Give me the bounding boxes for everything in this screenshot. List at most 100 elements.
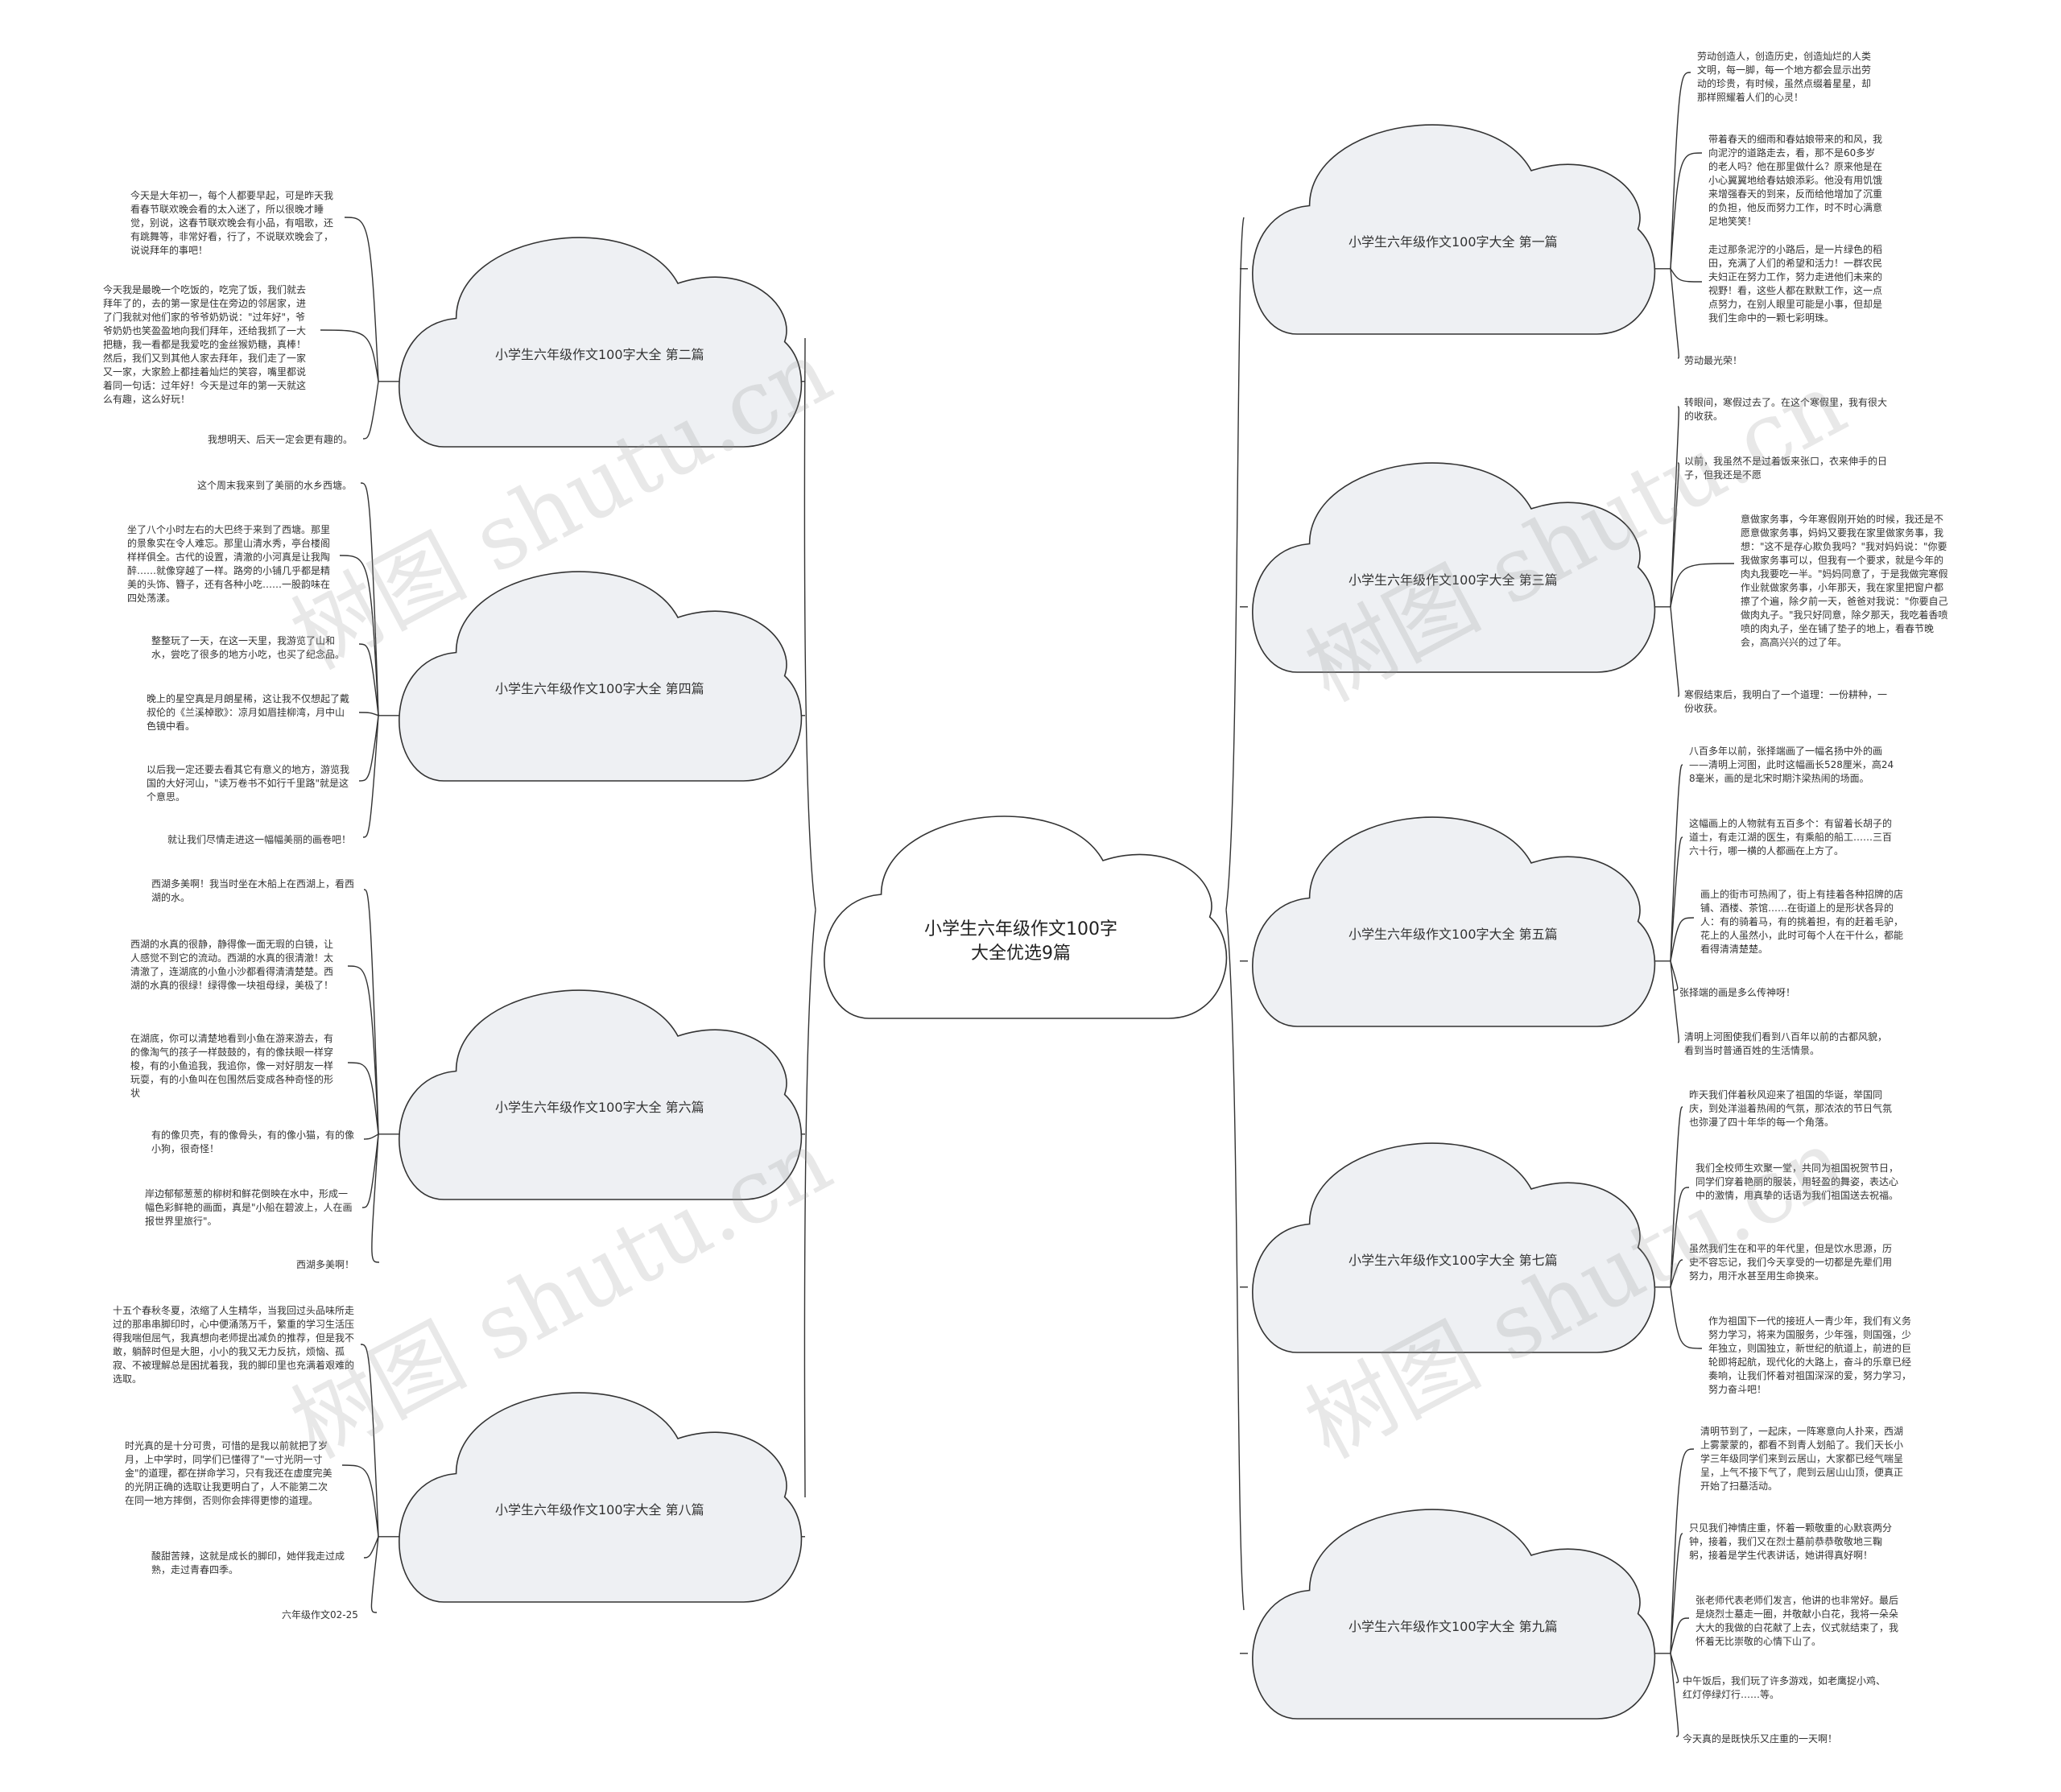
leaf-text: 这幅画上的人物就有五百多个：有留着长胡子的道士，有走江湖的医生，有乘船的船工……… xyxy=(1689,818,1893,857)
leaf-connector xyxy=(358,712,379,716)
branch-cloud-7[interactable] xyxy=(1252,1142,1656,1353)
leaf-connector xyxy=(1670,406,1679,607)
leaf-text: 十五个春秋冬夏，浓缩了人生精华，当我回过头品味所走过的那串串脚印时，心中便涌荡万… xyxy=(113,1305,355,1385)
leaf-text: 八百多年以前，张择端画了一幅名扬中外的画——清明上河图，此时这幅画长528厘米，… xyxy=(1689,745,1894,784)
branch-title-2: 小学生六年级作文100字大全 第二篇 xyxy=(495,347,704,362)
leaf-text: 坐了八个小时左右的大巴终于来到了西塘。那里的景象实在令人难忘。那里山清水秀，亭台… xyxy=(127,524,331,604)
leaf-text: 整整玩了一天，在这一天里，我游览了山和水，尝吃了很多的地方小吃，也买了纪念品。 xyxy=(151,635,345,660)
leaf-connector xyxy=(344,217,379,382)
leaf-text: 画上的街市可热闹了，街上有挂着各种招牌的店铺、酒楼、茶馆……在街道上的是形状各异… xyxy=(1700,889,1904,955)
leaf-text: 六年级作文02-25 xyxy=(282,1609,358,1621)
leaf-connector xyxy=(1670,563,1735,607)
leaf-text: 西湖的水真的很静，静得像一面无瑕的白镜，让人感觉不到它的流动。西湖的水真的很清澈… xyxy=(130,939,334,991)
leaf-text: 中午饭后，我们玩了许多游戏，如老鹰捉小鸡、红灯停绿灯行……等。 xyxy=(1683,1675,1886,1700)
leaf-text: 意做家务事，今年寒假刚开始的时候，我还是不愿意做家务事，妈妈又要我在家里做家务事… xyxy=(1741,514,1948,648)
leaf-connector xyxy=(347,965,379,1134)
leaf-text: 今天我是最晚一个吃饭的，吃完了饭，我们就去拜年了的，去的第一家是住在旁边的邻居家… xyxy=(103,284,307,405)
leaf-connector xyxy=(370,1536,379,1613)
leaf-text: 带着春天的细雨和春姑娘带来的和风，我向泥泞的道路走去，看，那不是60多岁的老人吗… xyxy=(1708,134,1883,227)
leaf-connector xyxy=(320,329,379,382)
leaf-text: 晚上的星空真是月朗星稀，这让我不仅想起了戴叔伦的《兰溪棹歌》：凉月如眉挂柳湾，月… xyxy=(147,693,350,732)
leaf-connector xyxy=(360,482,379,716)
leaf-connector xyxy=(1670,960,1679,991)
leaf-text: 今天真的是既快乐又庄重的一天啊！ xyxy=(1683,1733,1838,1745)
leaf-connector xyxy=(363,889,379,1134)
leaf-connector xyxy=(1670,1653,1679,1737)
leaf-text: 这个周末我来到了美丽的水乡西塘。 xyxy=(197,480,353,491)
leaf-text: 劳动创造人，创造历史，创造灿烂的人类文明，每一脚，每一个地方都会显示出劳动的珍贵… xyxy=(1697,51,1872,103)
leaf-text: 转眼间，寒假过去了。在这个寒假里，我有很大的收获。 xyxy=(1684,397,1888,422)
leaf-connector xyxy=(1670,1286,1703,1349)
leaf-connector xyxy=(371,1133,380,1263)
leaf-text: 今天是大年初一，每个人都要早起，可是昨天我看春节联欢晚会看的太入迷了，所以很晚才… xyxy=(130,190,334,256)
leaf-connector xyxy=(1670,1259,1683,1287)
branch-title-1: 小学生六年级作文100字大全 第一篇 xyxy=(1349,234,1558,250)
branch-title-6: 小学生六年级作文100字大全 第六篇 xyxy=(495,1100,704,1115)
branch-cloud-9[interactable] xyxy=(1252,1509,1656,1720)
leaf-text: 走过那条泥泞的小路后，是一片绿色的稻田，充满了人们的希望和活力！一群农民夫妇正在… xyxy=(1708,244,1883,324)
cloud-shapes xyxy=(399,124,1656,1720)
leaf-connector xyxy=(1670,1653,1679,1683)
leaf-connector xyxy=(358,643,379,716)
branch-cloud-4[interactable] xyxy=(399,571,803,782)
leaf-connector xyxy=(362,715,379,838)
leaf-text: 西湖多美啊！我当时坐在木船上在西湖上，看西湖的水。 xyxy=(151,878,355,903)
leaf-text: 就让我们尽情走进这一幅幅美丽的画卷吧！ xyxy=(167,834,352,845)
leaf-text: 时光真的是十分可贵，可惜的是我以前就把了岁月，上中学时，同学们已懂得了"一寸光阴… xyxy=(125,1440,332,1506)
leaf-connector xyxy=(1670,1448,1695,1654)
leaf-connector xyxy=(1670,152,1703,269)
leaf-connector xyxy=(1670,960,1679,1043)
leaf-connector xyxy=(1670,917,1695,961)
trunk-right xyxy=(1225,217,1245,1611)
leaf-text: 以后我一定还要去看其它有意义的地方，游览我国的大好河山，"读万卷书不如行千里路"… xyxy=(147,764,350,803)
trunk-left xyxy=(803,337,816,1498)
center-cloud xyxy=(824,815,1228,1019)
leaf-connector xyxy=(1670,1533,1683,1654)
branch-title-3: 小学生六年级作文100字大全 第三篇 xyxy=(1349,572,1558,588)
leaf-text: 西湖多美啊！ xyxy=(296,1259,355,1270)
leaf-text: 岸边郁郁葱葱的柳树和鲜花倒映在水中，形成一幅色彩鲜艳的画面，真是"小船在碧波上，… xyxy=(145,1188,353,1227)
leaf-connector xyxy=(1670,1106,1683,1287)
connector-lines xyxy=(320,72,1735,1737)
leaf-text: 在湖底，你可以清楚地看到小鱼在游来游去，有的像淘气的孩子一样鼓鼓的，有的像扶眼一… xyxy=(130,1033,334,1099)
leaf-connector xyxy=(360,1344,379,1537)
leaf-connector xyxy=(363,1536,379,1559)
branch-cloud-6[interactable] xyxy=(399,989,803,1200)
leaf-connector xyxy=(358,715,379,782)
branch-cloud-8[interactable] xyxy=(399,1392,803,1603)
leaf-text: 我们全校师生欢聚一堂，共同为祖国祝贺节日，同学们穿着艳丽的服装，用轻盈的舞姿，表… xyxy=(1695,1162,1899,1201)
branch-cloud-1[interactable] xyxy=(1252,124,1656,335)
leaf-text: 只见我们神情庄重，怀着一颗敬重的心默哀两分钟，接着，我们又在烈士墓前恭恭敬敬地三… xyxy=(1689,1522,1893,1561)
leaf-text: 我想明天、后天一定会更有趣的。 xyxy=(208,434,353,445)
leaf-connector xyxy=(362,381,379,440)
branch-cloud-5[interactable] xyxy=(1252,816,1656,1027)
leaf-connector xyxy=(339,555,379,716)
leaf-connector xyxy=(1670,462,1679,607)
leaf-connector xyxy=(1670,836,1683,961)
leaf-connector xyxy=(1670,268,1679,359)
leaf-connector xyxy=(1670,1617,1690,1654)
leaf-text: 以前，我虽然不是过着饭来张口，衣来伸手的日子，但我还是不愿 xyxy=(1684,456,1888,481)
leaf-connector xyxy=(361,1133,379,1208)
leaf-text: 酸甜苦辣，这就是成长的脚印，她伴我走过成熟，走过青春四季。 xyxy=(151,1550,345,1575)
leaf-connector xyxy=(1670,1187,1690,1287)
leaf-text: 张老师代表老师们发言，他讲的也非常好。最后是烧烈士墓走一圈，并敬献小白花，我将一… xyxy=(1695,1595,1899,1647)
leaf-connector xyxy=(1670,764,1683,961)
branch-title-7: 小学生六年级作文100字大全 第七篇 xyxy=(1349,1253,1558,1268)
center-title: 小学生六年级作文100字大全优选9篇 xyxy=(924,919,1117,964)
branch-title-8: 小学生六年级作文100字大全 第八篇 xyxy=(495,1502,704,1517)
leaf-connector xyxy=(1670,72,1691,269)
leaf-connector xyxy=(347,1062,379,1134)
branch-cloud-2[interactable] xyxy=(399,237,803,448)
leaf-connector xyxy=(1670,606,1679,697)
leaf-connector xyxy=(341,1464,379,1537)
leaf-text: 昨天我们伴着秋风迎来了祖国的华诞，举国同庆，到处洋溢着热闹的气氛，那浓浓的节日气… xyxy=(1689,1089,1893,1128)
leaf-text: 劳动最光荣！ xyxy=(1684,355,1743,366)
leaf-text: 张择端的画是多么传神呀！ xyxy=(1679,987,1796,998)
leaf-text: 虽然我们生在和平的年代里，但是饮水思源，历史不容忘记，我们今天享受的一切都是先辈… xyxy=(1689,1243,1893,1282)
branch-title-9: 小学生六年级作文100字大全 第九篇 xyxy=(1349,1619,1558,1634)
leaf-text: 作为祖国下一代的接班人一青少年，我们有义务努力学习，将来为国服务，少年强，则国强… xyxy=(1708,1315,1912,1395)
branch-cloud-3[interactable] xyxy=(1252,462,1656,673)
leaf-text: 寒假结束后，我明白了一个道理：一份耕种，一份收获。 xyxy=(1684,689,1888,714)
